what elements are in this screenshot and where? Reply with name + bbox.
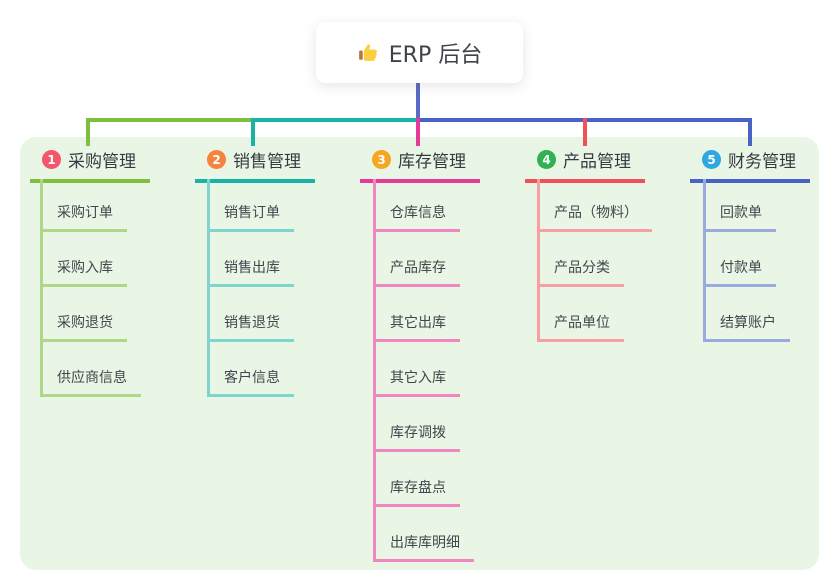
connector-h-sales	[255, 118, 416, 122]
child-node[interactable]: 产品单位	[537, 313, 624, 342]
child-label: 销售退货	[224, 315, 280, 331]
child-node[interactable]: 销售订单	[207, 203, 294, 232]
branches-panel	[20, 137, 819, 570]
child-label: 付款单	[720, 260, 762, 276]
root-node[interactable]: ERP 后台	[316, 22, 523, 83]
badge-5-icon: 5	[702, 150, 721, 169]
root-title: ERP 后台	[388, 42, 483, 68]
branch-node-inventory[interactable]: 3 库存管理	[360, 147, 480, 183]
child-label: 供应商信息	[57, 370, 127, 386]
badge-3-icon: 3	[372, 150, 391, 169]
branch-title: 财务管理	[728, 152, 796, 172]
child-label: 其它出库	[390, 315, 446, 331]
branch-spine	[373, 179, 376, 562]
child-node[interactable]: 产品分类	[537, 258, 624, 287]
branch-spine	[40, 179, 43, 397]
child-node[interactable]: 销售退货	[207, 313, 294, 342]
branch-spine	[207, 179, 210, 397]
child-node[interactable]: 产品库存	[373, 258, 460, 287]
child-label: 回款单	[720, 205, 762, 221]
child-node[interactable]: 产品（物料）	[537, 203, 652, 232]
badge-2-icon: 2	[207, 150, 226, 169]
child-label: 出库库明细	[390, 535, 460, 551]
child-node[interactable]: 付款单	[703, 258, 776, 287]
branch-title: 产品管理	[563, 152, 631, 172]
child-label: 采购退货	[57, 315, 113, 331]
connector-drop-purchase	[86, 118, 90, 146]
child-label: 仓库信息	[390, 205, 446, 221]
child-label: 库存调拨	[390, 425, 446, 441]
child-node[interactable]: 回款单	[703, 203, 776, 232]
badge-4-icon: 4	[537, 150, 556, 169]
child-node[interactable]: 其它出库	[373, 313, 460, 342]
branch-title: 库存管理	[398, 152, 466, 172]
connector-h-purchase	[86, 118, 255, 122]
branch-spine	[703, 179, 706, 342]
child-label: 采购订单	[57, 205, 113, 221]
child-node[interactable]: 库存盘点	[373, 478, 460, 507]
child-node[interactable]: 销售出库	[207, 258, 294, 287]
branch-title: 采购管理	[68, 152, 136, 172]
connector-drop-finance	[748, 118, 752, 146]
child-node[interactable]: 客户信息	[207, 368, 294, 397]
child-node[interactable]: 库存调拨	[373, 423, 460, 452]
child-node[interactable]: 其它入库	[373, 368, 460, 397]
connector-drop-inventory	[416, 118, 420, 146]
branch-node-sales[interactable]: 2 销售管理	[195, 147, 315, 183]
branch-node-finance[interactable]: 5 财务管理	[690, 147, 810, 183]
child-label: 结算账户	[720, 315, 776, 331]
child-label: 产品分类	[554, 260, 610, 276]
child-label: 库存盘点	[390, 480, 446, 496]
child-node[interactable]: 结算账户	[703, 313, 790, 342]
branch-title: 销售管理	[233, 152, 301, 172]
child-node[interactable]: 采购入库	[40, 258, 127, 287]
branch-node-product[interactable]: 4 产品管理	[525, 147, 645, 183]
child-label: 客户信息	[224, 370, 280, 386]
child-label: 销售订单	[224, 205, 280, 221]
child-label: 产品库存	[390, 260, 446, 276]
connector-drop-product	[583, 118, 587, 146]
root-connector-line	[416, 82, 420, 122]
child-node[interactable]: 采购退货	[40, 313, 127, 342]
child-node[interactable]: 采购订单	[40, 203, 127, 232]
child-label: 产品（物料）	[554, 205, 638, 221]
child-node[interactable]: 供应商信息	[40, 368, 141, 397]
badge-1-icon: 1	[42, 150, 61, 169]
child-node[interactable]: 仓库信息	[373, 203, 460, 232]
thumbs-up-icon	[357, 41, 380, 64]
child-label: 产品单位	[554, 315, 610, 331]
child-label: 销售出库	[224, 260, 280, 276]
branch-spine	[537, 179, 540, 342]
connector-drop-sales	[251, 118, 255, 146]
child-node[interactable]: 出库库明细	[373, 533, 474, 562]
child-label: 采购入库	[57, 260, 113, 276]
branch-node-purchase[interactable]: 1 采购管理	[30, 147, 150, 183]
child-label: 其它入库	[390, 370, 446, 386]
